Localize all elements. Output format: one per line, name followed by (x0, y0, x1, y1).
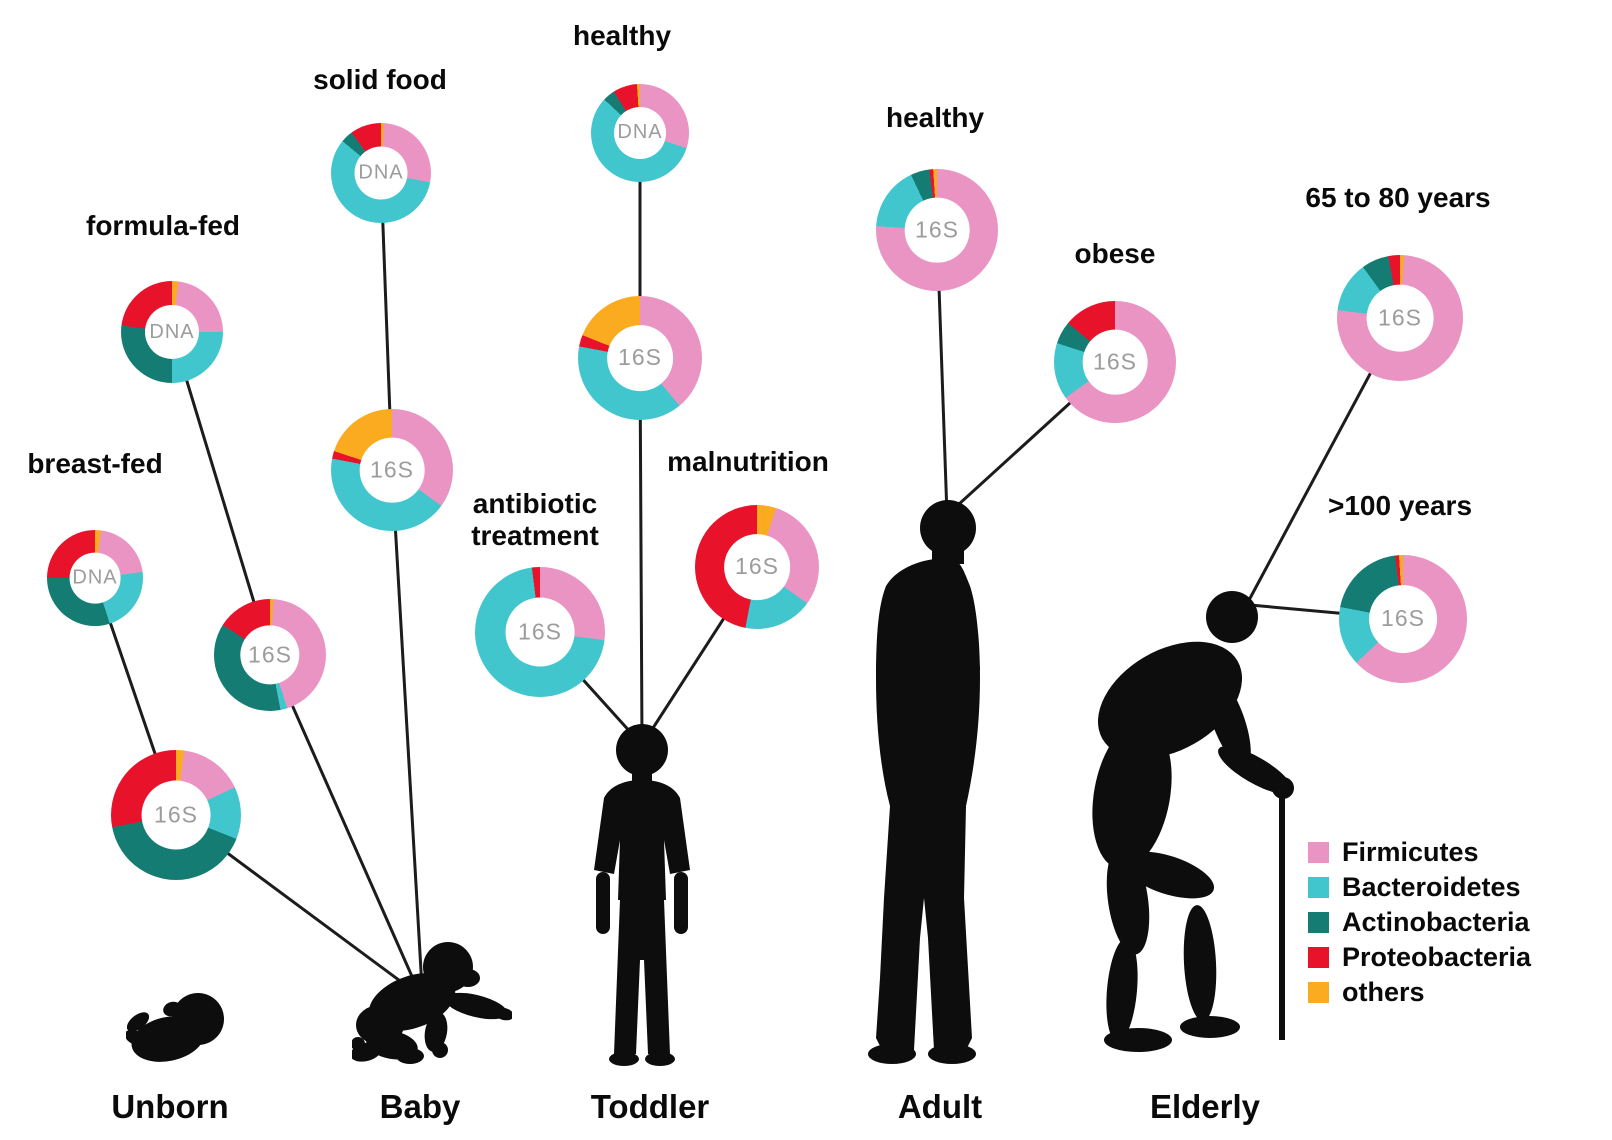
donut-center-label: 16S (1378, 304, 1422, 331)
legend-label: Firmicutes (1342, 836, 1479, 867)
donut-chart-adult-obese-16s: 16S (1054, 301, 1176, 423)
donut-hole: 16S (240, 625, 300, 685)
adult-man-silhouette (868, 500, 980, 1064)
donut-chart-toddler-healthy-dna: DNA (591, 84, 689, 182)
donut-chart-solidfood-16s: 16S (331, 409, 453, 531)
proteobacteria-swatch (1308, 946, 1329, 968)
elderly-man-with-cane-silhouette (1092, 591, 1294, 1052)
chart-title-adult-healthy: healthy (885, 102, 985, 133)
donut-center-label: DNA (72, 566, 118, 589)
others-swatch (1308, 981, 1329, 1003)
chart-title-65-to-80-years: 65 to 80 years (1305, 182, 1491, 213)
donut-center-label: 16S (248, 641, 292, 668)
chart-title-obese: obese (1074, 238, 1156, 269)
chart-title-formula-fed: formula-fed (86, 210, 240, 241)
donut-hole: 16S (141, 780, 211, 850)
line-solidfood-chain (379, 172, 424, 989)
donut-hole: 16S (1366, 284, 1434, 352)
donut-chart-solidfood-dna: DNA (331, 123, 431, 223)
stage-label-elderly: Elderly (1149, 1088, 1261, 1125)
donut-chart-elderly-65to80-16s: 16S (1337, 255, 1463, 381)
stage-label-adult: Adult (897, 1088, 983, 1125)
firmicutes-swatch (1308, 841, 1329, 863)
donut-hole: DNA (614, 107, 666, 159)
donut-center-label: DNA (617, 121, 663, 144)
donut-chart-breastfed-16s: 16S (111, 750, 241, 880)
donut-center-label: 16S (1093, 348, 1137, 375)
donut-chart-adult-healthy-16s: 16S (876, 169, 998, 291)
line-toddler-healthy-chain (638, 133, 644, 743)
chart-title-toddler-healthy: healthy (572, 20, 672, 51)
donut-hole: 16S (505, 597, 575, 667)
donut-chart-breastfed-dna: DNA (47, 530, 143, 626)
legend-item-bacteroidetes: Bacteroidetes (1308, 871, 1531, 902)
donut-center-label: 16S (735, 553, 779, 580)
donut-center-label: 16S (370, 456, 414, 483)
legend-label: others (1342, 976, 1425, 1007)
donut-hole: 16S (724, 534, 790, 600)
donut-chart-antibiotic-16s: 16S (475, 567, 605, 697)
donut-hole: 16S (1082, 329, 1148, 395)
donut-chart-toddler-healthy-16s: 16S (578, 296, 702, 420)
bacteroidetes-swatch (1308, 876, 1329, 898)
actinobacteria-swatch (1308, 911, 1329, 933)
donut-hole: 16S (904, 197, 970, 263)
toddler-boy-silhouette (594, 724, 690, 1066)
legend-label: Actinobacteria (1342, 906, 1530, 937)
donut-chart-formulafed-16s: 16S (214, 599, 326, 711)
chart-title-over-100-years: >100 years (1327, 490, 1473, 521)
donut-hole: DNA (69, 552, 121, 604)
donut-center-label: 16S (1381, 605, 1425, 632)
stage-label-unborn: Unborn (111, 1088, 229, 1125)
donut-hole: 16S (607, 325, 673, 391)
donut-hole: DNA (354, 146, 408, 200)
donut-center-label: 16S (618, 344, 662, 371)
legend-label: Proteobacteria (1342, 941, 1532, 972)
donut-center-label: 16S (518, 618, 562, 645)
donut-chart-formulafed-dna: DNA (121, 281, 223, 383)
legend-item-proteobacteria: Proteobacteria (1308, 941, 1532, 972)
legend-item-actinobacteria: Actinobacteria (1308, 906, 1531, 937)
legend-label: Bacteroidetes (1342, 871, 1521, 902)
baby-crawling-silhouette (352, 942, 512, 1064)
cane (1279, 790, 1285, 1040)
donut-center-label: DNA (149, 320, 195, 343)
donut-hole: DNA (144, 304, 200, 360)
donut-center-label: 16S (915, 216, 959, 243)
donut-chart-malnutrition-16s: 16S (695, 505, 819, 629)
donut-center-label: DNA (358, 161, 404, 184)
unborn-fetus-silhouette (126, 993, 224, 1062)
donut-chart-elderly-over100-16s: 16S (1339, 555, 1467, 683)
donut-hole: 16S (359, 437, 425, 503)
chart-title-breast-fed: breast-fed (27, 448, 163, 479)
chart-title-solid-food: solid food (313, 64, 447, 95)
stage-label-baby: Baby (379, 1088, 461, 1125)
legend: Firmicutes Bacteroidetes Actinobacteria … (1308, 836, 1532, 1016)
donut-hole: 16S (1369, 585, 1437, 653)
legend-item-others: others (1308, 976, 1531, 1007)
chart-title-malnutrition: malnutrition (667, 446, 829, 477)
legend-item-firmicutes: Firmicutes (1308, 836, 1531, 867)
chart-title-antibiotic-treatment: antibiotic treatment (471, 488, 599, 552)
donut-center-label: 16S (154, 801, 198, 828)
stage-label-toddler: Toddler (590, 1088, 710, 1125)
